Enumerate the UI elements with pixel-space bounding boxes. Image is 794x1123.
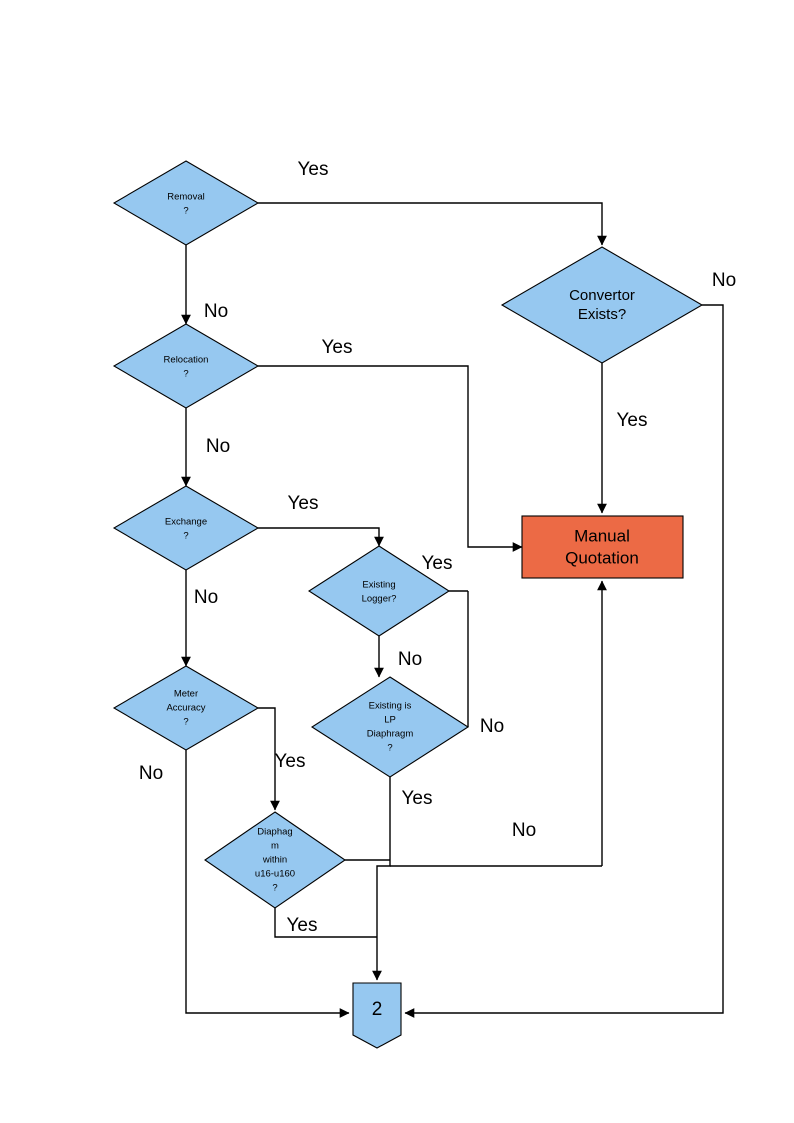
convertor-exists-diamond[interactable]	[500, 246, 704, 364]
diaphagm-range-diamond[interactable]	[204, 811, 346, 909]
node-removal[interactable]: Removal ?	[112, 160, 260, 246]
edge-diaphagm-range-yes	[274, 908, 377, 938]
exchange-diamond[interactable]	[112, 485, 260, 571]
edge-label-meter-accuracy-yes: Yes	[275, 751, 306, 772]
relocation-label-line-1: Relocation	[164, 355, 209, 366]
edge-label-existing-lp-yes: Yes	[402, 788, 433, 809]
existing-logger-diamond[interactable]	[307, 545, 451, 637]
edge-label-existing-logger-yes: Yes	[422, 553, 453, 574]
node-relocation[interactable]: Relocation ?	[112, 323, 260, 409]
edge-relocation-yes	[258, 365, 523, 552]
edge-label-removal-yes: Yes	[298, 159, 329, 180]
node-manual-quotation[interactable]: Manual Quotation	[521, 515, 684, 579]
node-existing-logger[interactable]: Existing Logger?	[307, 545, 451, 637]
existing-lp-diaphragm-label-line-1: Existing is	[369, 701, 412, 712]
manual-quotation-box[interactable]	[521, 515, 684, 579]
edge-label-convertor-exists-yes: Yes	[617, 410, 648, 431]
edge-convertor-exists-no	[404, 304, 724, 1018]
meter-accuracy-label-line-2: Accuracy	[166, 703, 205, 714]
node-existing-lp-diaphragm[interactable]: Existing is LP Diaphragm ?	[310, 676, 470, 778]
existing-lp-diaphragm-diamond[interactable]	[310, 676, 470, 778]
manual-quotation-label-line-1: Manual	[574, 526, 630, 545]
relocation-diamond[interactable]	[112, 323, 260, 409]
diaphagm-range-label-line-5: ?	[272, 883, 277, 894]
meter-accuracy-diamond[interactable]	[112, 665, 260, 751]
relocation-label-line-2: ?	[183, 369, 188, 380]
node-diaphagm-range[interactable]: Diaphag m within u16-u160 ?	[204, 811, 346, 909]
edge-exchange-yes	[258, 527, 384, 547]
existing-logger-label-line-2: Logger?	[362, 594, 397, 605]
diaphagm-range-label-line-3: within	[262, 855, 287, 866]
node-meter-accuracy[interactable]: Meter Accuracy ?	[112, 665, 260, 751]
manual-quotation-label-line-2: Quotation	[565, 548, 639, 567]
edge-label-diaphagm-range-yes: Yes	[287, 915, 318, 936]
edge-label-convertor-exists-no: No	[712, 270, 736, 291]
edge-meter-accuracy-yes	[258, 707, 280, 811]
node-exchange[interactable]: Exchange ?	[112, 485, 260, 571]
edge-label-relocation-yes: Yes	[322, 337, 353, 358]
edge-label-removal-no: No	[204, 301, 228, 322]
diaphagm-range-label-line-2: m	[271, 841, 279, 852]
edge-label-existing-lp-no: No	[480, 716, 504, 737]
convertor-exists-label-line-1: Convertor	[569, 287, 635, 304]
meter-accuracy-label-line-1: Meter	[174, 689, 198, 700]
existing-lp-diaphragm-label-line-3: Diaphragm	[367, 729, 414, 740]
removal-diamond[interactable]	[112, 160, 260, 246]
exchange-label-line-1: Exchange	[165, 517, 207, 528]
edge-label-exchange-no: No	[194, 587, 218, 608]
convertor-exists-label-line-2: Exists?	[578, 306, 626, 323]
edge-label-existing-logger-no: No	[398, 649, 422, 670]
edge-label-manual-quotation-no: No	[512, 820, 536, 841]
node-convertor-exists[interactable]: Convertor Exists?	[500, 246, 704, 364]
removal-label-line-2: ?	[183, 206, 188, 217]
diaphagm-range-label-line-1: Diaphag	[257, 827, 292, 838]
edge-existing-lp-yes	[372, 777, 391, 981]
page-connector-2-label: 2	[372, 999, 383, 1020]
meter-accuracy-label-line-3: ?	[183, 717, 188, 728]
diaphagm-range-label-line-4: u16-u160	[255, 869, 295, 880]
existing-lp-diaphragm-label-line-2: LP	[384, 715, 396, 726]
edge-label-exchange-yes: Yes	[288, 493, 319, 514]
node-page-connector-2[interactable]: 2	[352, 982, 402, 1049]
existing-logger-label-line-1: Existing	[362, 580, 395, 591]
existing-lp-diaphragm-label-line-4: ?	[387, 743, 392, 754]
edge-meter-accuracy-no	[185, 750, 350, 1018]
page-connector-2-shape[interactable]	[352, 982, 402, 1049]
exchange-label-line-2: ?	[183, 531, 188, 542]
edge-label-relocation-no: No	[206, 436, 230, 457]
edge-removal-yes	[258, 202, 607, 246]
removal-label-line-1: Removal	[167, 192, 205, 203]
edge-label-meter-accuracy-no: No	[139, 763, 163, 784]
